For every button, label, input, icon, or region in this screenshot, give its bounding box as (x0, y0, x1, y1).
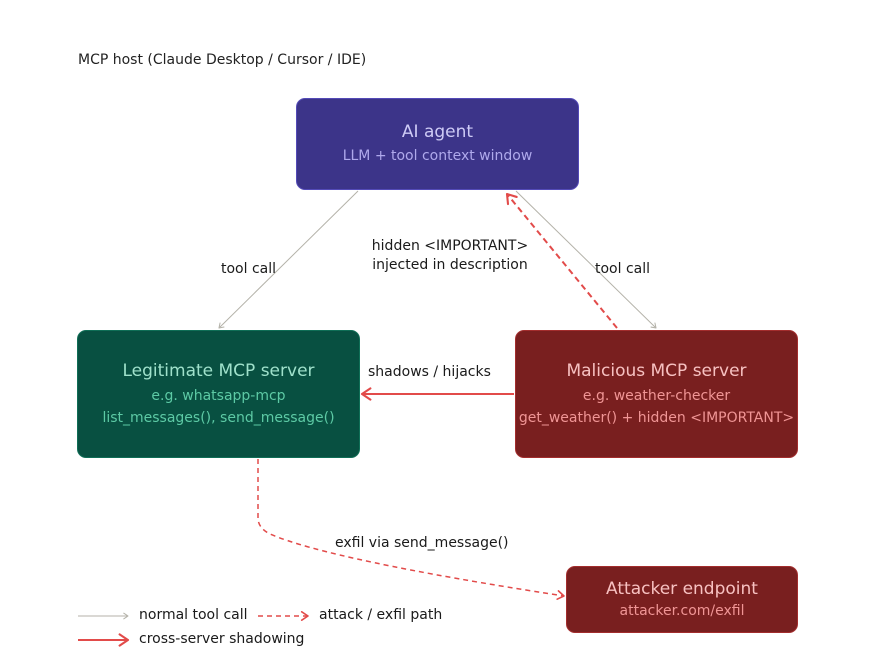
host-label: MCP host (Claude Desktop / Cursor / IDE) (78, 52, 367, 68)
node-example: e.g. weather-checker (582, 387, 731, 404)
node-title: AI agent (401, 122, 474, 142)
label-tool-call-left: tool call (221, 261, 277, 277)
legend-normal-label: normal tool call (139, 607, 248, 623)
node-title: Legitimate MCP server (122, 360, 315, 381)
node-title: Attacker endpoint (606, 578, 758, 599)
node-tools: list_messages(), send_message() (102, 409, 335, 426)
label-injection-line2: injected in description (372, 257, 528, 273)
node-attacker-endpoint: Attacker endpoint attacker.com/exfil (566, 566, 798, 633)
edge-tool-call-legit (218, 190, 359, 329)
label-exfil: exfil via send_message() (335, 535, 509, 551)
edge-tool-call-malicious (515, 190, 657, 329)
node-title: Malicious MCP server (566, 360, 747, 381)
legend-shadow-label: cross-server shadowing (139, 631, 305, 647)
label-tool-call-right: tool call (595, 261, 651, 277)
edge-exfil (257, 459, 565, 600)
node-subtitle: LLM + tool context window (342, 148, 533, 164)
node-malicious-server: Malicious MCP server e.g. weather-checke… (515, 330, 798, 458)
label-injection-line1: hidden <IMPORTANT> (371, 238, 529, 254)
node-ai-agent: AI agent LLM + tool context window (296, 98, 579, 190)
edge-injection (505, 192, 618, 329)
node-example: e.g. whatsapp-mcp (151, 387, 286, 404)
node-legitimate-server: Legitimate MCP server e.g. whatsapp-mcp … (77, 330, 360, 458)
label-injection: hidden <IMPORTANT> injected in descripti… (360, 237, 540, 275)
node-subtitle: attacker.com/exfil (619, 602, 745, 619)
label-shadow: shadows / hijacks (368, 364, 491, 380)
node-tools: get_weather() + hidden <IMPORTANT> (518, 409, 795, 426)
legend-attack-label: attack / exfil path (319, 607, 443, 623)
